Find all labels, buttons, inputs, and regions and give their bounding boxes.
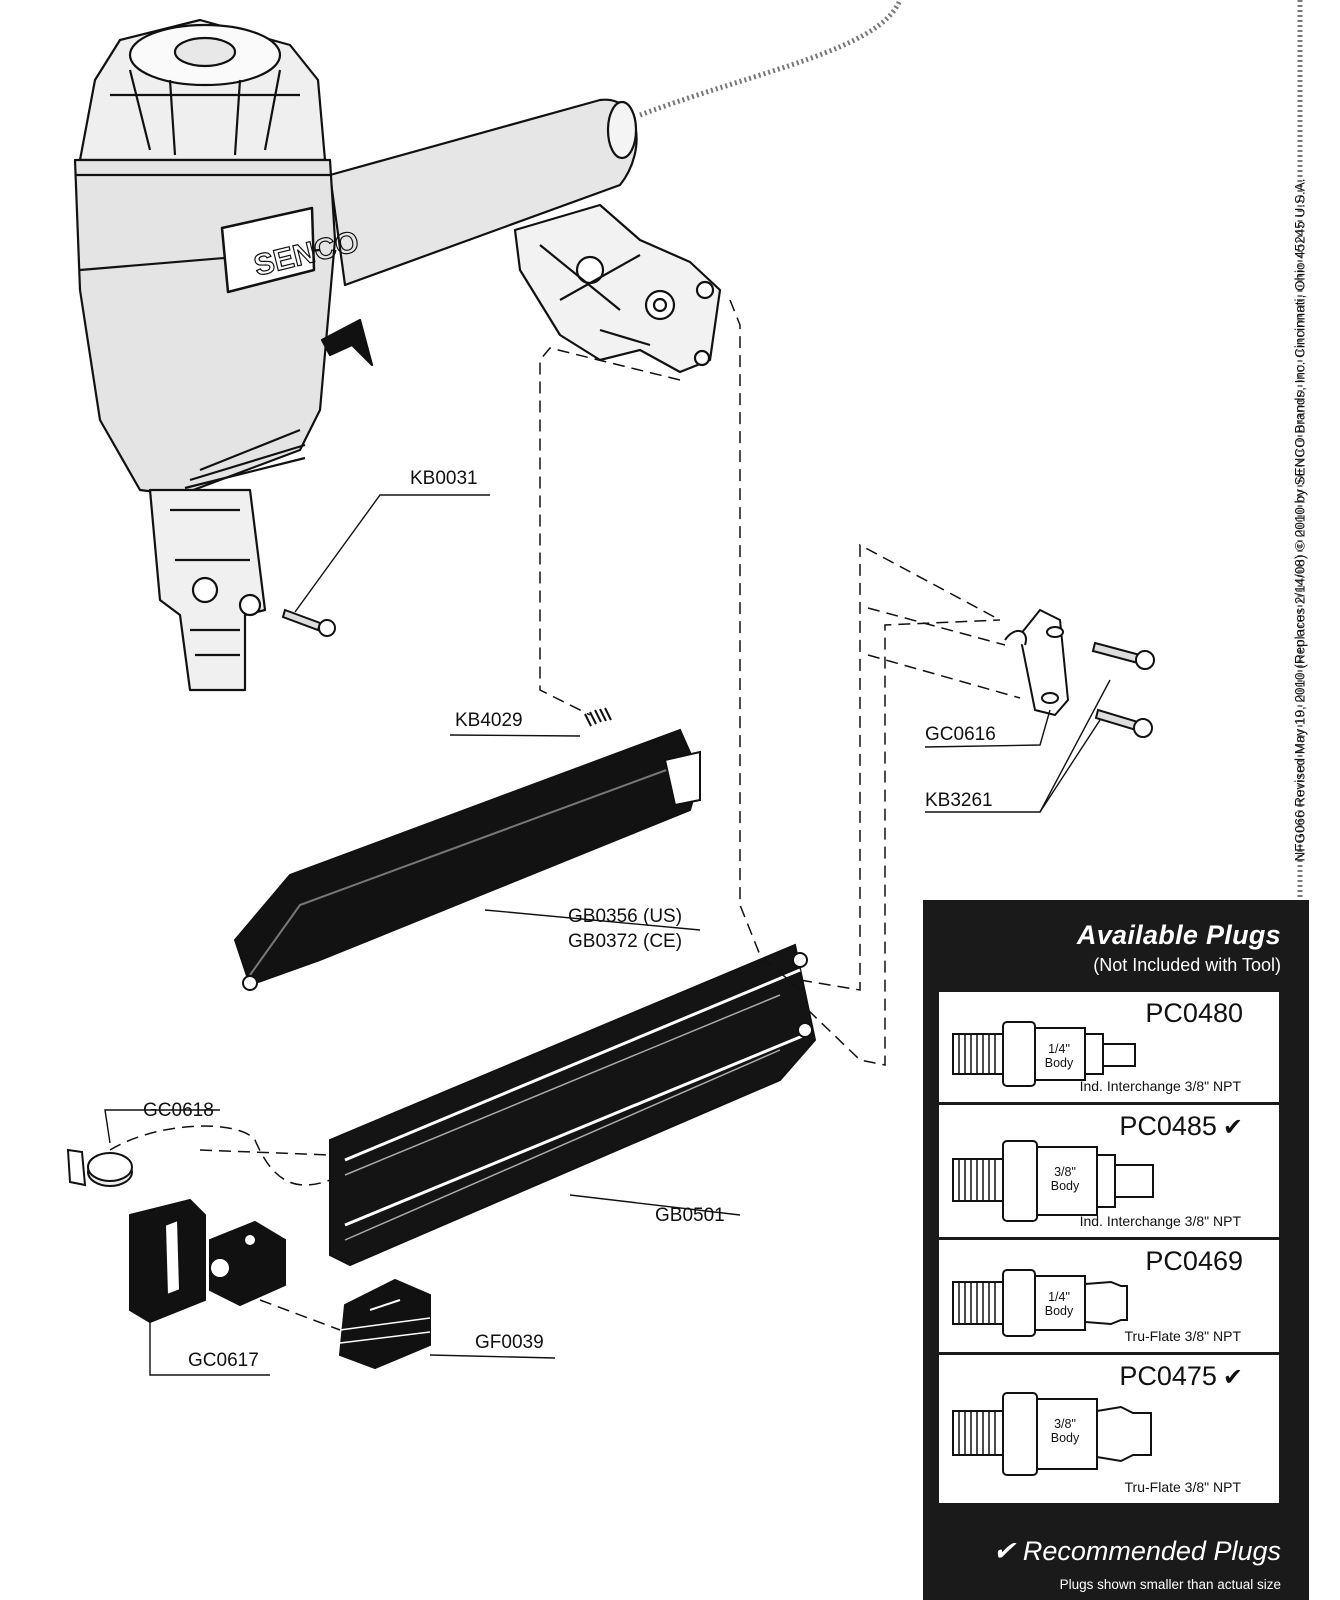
label-gb0501: GB0501 — [655, 1205, 725, 1226]
assembly-guide-lines — [109, 299, 1021, 1331]
plug-description: Tru-Flate 3/8" NPT — [1124, 1479, 1241, 1495]
kb4029-spring — [584, 707, 612, 727]
gc0617-bracket — [129, 1198, 286, 1324]
plug-body-label: 3/8"Body — [1050, 1417, 1080, 1445]
recommended-plugs-footer: ✔ Recommended Plugs — [992, 1536, 1281, 1566]
label-kb4029: KB4029 — [455, 710, 523, 731]
plug-code: PC0469 — [1145, 1246, 1243, 1276]
label-gc0616: GC0616 — [925, 724, 996, 745]
plugs-size-note: Plugs shown smaller than actual size — [1059, 1577, 1281, 1592]
label-gc0618: GC0618 — [143, 1100, 214, 1121]
plug-pc0475-icon — [952, 1392, 1152, 1476]
gc0616-latch — [1004, 608, 1070, 717]
copyright-notice: NFG066 Revised May 19, 2010 (Replaces 2/… — [1292, 178, 1308, 862]
panel-subtitle: (Not Included with Tool) — [1093, 955, 1281, 975]
label-gb0356: GB0356 (US) — [568, 906, 682, 927]
plug-body-label: 3/8"Body — [1050, 1165, 1080, 1193]
label-gb0372: GB0372 (CE) — [568, 931, 682, 952]
plug-code: PC0480 — [1145, 998, 1243, 1028]
plug-card-pc0485: PC0485✔ 3/8"Body Ind. Interchange 3/8" N… — [939, 1105, 1279, 1237]
panel-title: Available Plugs — [1076, 920, 1281, 950]
label-gf0039: GF0039 — [475, 1332, 544, 1353]
plug-code: PC0475✔ — [1119, 1361, 1243, 1391]
label-kb3261: KB3261 — [925, 790, 993, 811]
label-gc0617: GC0617 — [188, 1350, 259, 1371]
available-plugs-panel: Available Plugs (Not Included with Tool)… — [923, 900, 1309, 1600]
plug-card-pc0475: PC0475✔ 3/8"Body Tru-Flate 3/8" NPT — [939, 1355, 1279, 1503]
plug-body-label: 1/4"Body — [1044, 1290, 1074, 1318]
gc0618-roller — [66, 1148, 133, 1187]
gf0039-cap — [338, 1278, 431, 1370]
recommended-check-icon: ✔ — [1222, 1364, 1243, 1391]
plug-card-pc0469: PC0469 1/4"Body Tru-Flate 3/8" NPT — [939, 1240, 1279, 1352]
plug-pc0469-icon — [952, 1269, 1128, 1337]
kb3261-screws — [1091, 641, 1155, 738]
nailer-tool — [73, 18, 722, 692]
plug-description: Ind. Interchange 3/8" NPT — [1079, 1213, 1241, 1229]
plug-code: PC0485✔ — [1119, 1111, 1243, 1141]
gb0356-cover — [233, 728, 702, 991]
label-kb0031: KB0031 — [410, 468, 478, 489]
plug-pc0485-icon — [952, 1140, 1154, 1222]
kb0031-screw — [281, 608, 336, 637]
plug-description: Tru-Flate 3/8" NPT — [1124, 1328, 1241, 1344]
plug-pc0480-icon — [952, 1021, 1136, 1087]
plug-body-label: 1/4"Body — [1044, 1042, 1074, 1070]
recommended-check-icon: ✔ — [1222, 1114, 1243, 1141]
gb0501-magazine — [329, 943, 817, 1267]
plug-description: Ind. Interchange 3/8" NPT — [1079, 1078, 1241, 1094]
leader-lines — [104, 494, 1111, 1376]
plug-card-pc0480: PC0480 1/4"Body Ind. Interchange 3/8" NP… — [939, 992, 1279, 1102]
